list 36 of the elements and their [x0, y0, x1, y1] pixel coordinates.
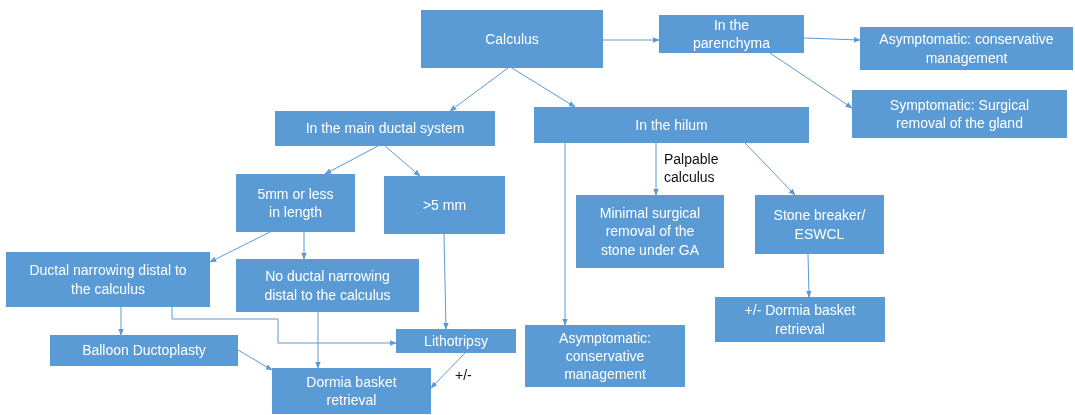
process-box: Minimal surgical removal of the stone under GA: [576, 195, 724, 268]
arrow: [118, 306, 124, 336]
process-box: Dormia basket retrieval: [272, 368, 431, 414]
process-box: Stone breaker/ ESWCL: [755, 195, 884, 254]
process-box: In the hilum: [534, 107, 809, 143]
process-box: Asymptomatic: conservative management: [860, 27, 1073, 70]
arrow: [562, 142, 568, 326]
process-box: In the parenchyma: [659, 15, 804, 53]
process-box: Lithotripsy: [396, 329, 516, 353]
process-box: Ductal narrowing distal to the calculus: [6, 252, 210, 307]
process-box: Symptomatic: Surgical removal of the gland: [852, 90, 1067, 138]
arrow: [806, 253, 812, 298]
arrow: [384, 145, 421, 177]
arrow: [602, 37, 660, 43]
arrow: [171, 306, 397, 346]
process-box: Balloon Ductoplasty: [50, 335, 238, 366]
arrow: [301, 231, 307, 260]
arrow: [443, 233, 449, 330]
arrow: [430, 352, 466, 389]
arrow: [511, 67, 576, 108]
process-box: 5mm or less in length: [236, 174, 355, 232]
arrow: [769, 52, 853, 109]
arrow: [324, 145, 379, 175]
arrow: [449, 67, 509, 112]
process-box: Calculus: [421, 10, 603, 68]
process-box: In the main ductal system: [275, 111, 495, 146]
process-box: +/- Dormia basket retrieval: [715, 297, 885, 342]
arrow: [315, 311, 321, 369]
arrow: [803, 37, 861, 43]
process-box: Asymptomatic: conservative management: [525, 325, 685, 387]
arrow: [744, 142, 796, 196]
arrow: [237, 349, 273, 371]
process-box: >5 mm: [384, 176, 505, 234]
arrow: [209, 231, 271, 263]
arrow: [653, 142, 659, 196]
process-box: No ductal narrowing distal to the calculus: [236, 259, 419, 312]
